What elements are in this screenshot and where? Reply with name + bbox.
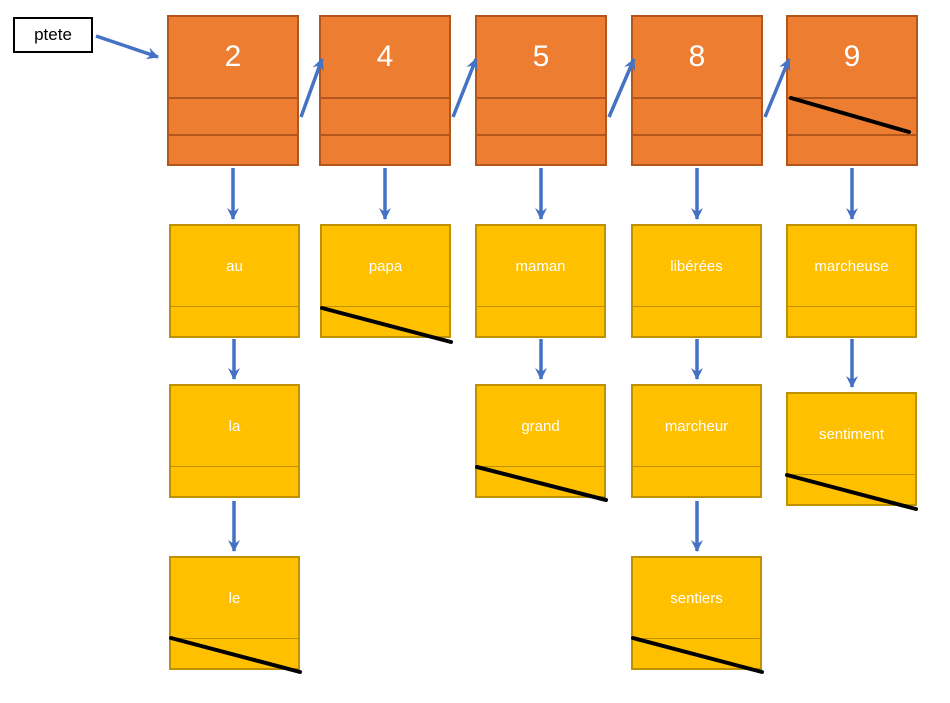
bucket-head-pointer-cell	[788, 134, 916, 164]
bucket-key-text: 5	[532, 40, 550, 73]
node-word-text: sentiers	[670, 589, 723, 607]
bucket-next-pointer-cell	[788, 97, 916, 134]
node-word-text: papa	[368, 257, 403, 275]
bucket-key-cell: 9	[788, 17, 916, 97]
node-sentiers: sentiers	[631, 556, 762, 670]
node-next-pointer-cell	[322, 306, 449, 336]
bucket-key-text: 8	[688, 40, 706, 73]
node-word-cell: le	[171, 558, 298, 638]
node-word-text: maman	[515, 257, 566, 275]
bucket-key-text: 9	[843, 40, 861, 73]
node-word-cell: libérées	[633, 226, 760, 306]
node-word-cell: marcheuse	[788, 226, 915, 306]
node-word-text: au	[226, 257, 243, 275]
arrow-ptete-to-bucket-2	[95, 34, 159, 60]
node-next-pointer-cell	[788, 474, 915, 504]
node-next-pointer-cell	[171, 466, 298, 496]
bucket-next-pointer-cell	[477, 97, 605, 134]
arrow-bucket-4-to-bucket-5	[451, 58, 478, 118]
bucket-2: 2	[167, 15, 299, 166]
node-marcheur: marcheur	[631, 384, 762, 498]
node-word-text: libérées	[670, 257, 723, 275]
node-liberees: libérées	[631, 224, 762, 338]
head-pointer-label: ptete	[13, 17, 93, 53]
bucket-4: 4	[319, 15, 451, 166]
bucket-head-pointer-cell	[321, 134, 449, 164]
node-word-cell: marcheur	[633, 386, 760, 466]
bucket-head-pointer-cell	[633, 134, 761, 164]
node-next-pointer-cell	[633, 466, 760, 496]
node-next-pointer-cell	[788, 306, 915, 336]
node-word-cell: maman	[477, 226, 604, 306]
bucket-next-pointer-cell	[321, 97, 449, 134]
bucket-next-pointer-cell	[633, 97, 761, 134]
node-word-text: marcheuse	[814, 257, 889, 275]
node-word-cell: grand	[477, 386, 604, 466]
node-le: le	[169, 556, 300, 670]
node-word-text: la	[228, 417, 241, 435]
node-next-pointer-cell	[477, 306, 604, 336]
bucket-head-pointer-cell	[477, 134, 605, 164]
node-word-text: marcheur	[664, 417, 729, 435]
node-word-cell: papa	[322, 226, 449, 306]
head-pointer-label-text: ptete	[34, 25, 72, 44]
node-word-text: grand	[521, 417, 560, 435]
node-au: au	[169, 224, 300, 338]
node-next-pointer-cell	[633, 638, 760, 668]
bucket-5: 5	[475, 15, 607, 166]
node-next-pointer-cell	[477, 466, 604, 496]
node-grand: grand	[475, 384, 606, 498]
bucket-key-cell: 2	[169, 17, 297, 97]
node-word-cell: au	[171, 226, 298, 306]
node-word-cell: sentiment	[788, 394, 915, 474]
node-word-text: le	[228, 589, 241, 607]
node-word-cell: la	[171, 386, 298, 466]
node-next-pointer-cell	[171, 638, 298, 668]
node-word-text: sentiment	[818, 425, 885, 443]
node-next-pointer-cell	[171, 306, 298, 336]
node-maman: maman	[475, 224, 606, 338]
bucket-head-pointer-cell	[169, 134, 297, 164]
bucket-key-cell: 5	[477, 17, 605, 97]
bucket-key-cell: 4	[321, 17, 449, 97]
bucket-8: 8	[631, 15, 763, 166]
bucket-9: 9	[786, 15, 918, 166]
node-papa: papa	[320, 224, 451, 338]
bucket-next-pointer-cell	[169, 97, 297, 134]
node-sentiment: sentiment	[786, 392, 917, 506]
node-la: la	[169, 384, 300, 498]
bucket-key-text: 4	[376, 40, 394, 73]
node-next-pointer-cell	[633, 306, 760, 336]
bucket-key-text: 2	[224, 40, 242, 73]
node-word-cell: sentiers	[633, 558, 760, 638]
bucket-key-cell: 8	[633, 17, 761, 97]
node-marcheuse: marcheuse	[786, 224, 917, 338]
